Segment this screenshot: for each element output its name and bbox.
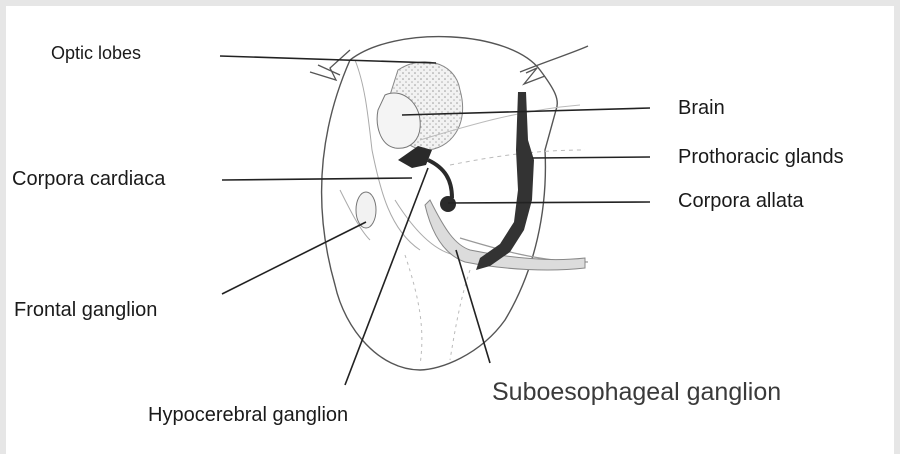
inner-dashed-7 (405, 255, 422, 365)
leader-corpora-cardiaca (222, 178, 412, 180)
label-frontal-ganglion: Frontal ganglion (14, 300, 157, 320)
label-corpora-allata: Corpora allata (678, 191, 804, 211)
label-optic-lobes: Optic lobes (51, 44, 141, 62)
leader-frontal-ganglion (222, 222, 366, 294)
inner-dashed-6 (450, 270, 470, 360)
leader-prothoracic-glands (532, 157, 650, 158)
neck-notch (524, 68, 545, 84)
leader-optic-lobes (220, 56, 436, 63)
label-suboesophageal-ganglion: Suboesophageal ganglion (492, 380, 781, 405)
neck-outline-upper (520, 46, 588, 72)
corpora-cardiaca-shape (398, 146, 432, 168)
label-brain: Brain (678, 98, 725, 118)
cardiaca-connector (428, 160, 452, 198)
label-prothoracic-glands: Prothoracic glands (678, 147, 844, 167)
leader-corpora-allata (448, 202, 650, 203)
antenna-left-2 (318, 65, 340, 75)
prothoracic-glands-shape (476, 92, 534, 270)
label-hypocerebral-ganglion: Hypocerebral ganglion (148, 405, 348, 425)
corpora-allata-shape (440, 196, 456, 212)
label-corpora-cardiaca: Corpora cardiaca (12, 169, 165, 189)
